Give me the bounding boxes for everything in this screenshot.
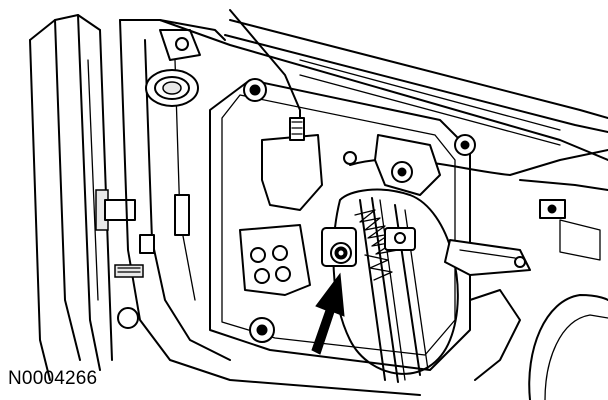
right-bracket xyxy=(444,179,608,276)
mounting-bolt-bottom-left xyxy=(249,317,275,343)
regulator-spring xyxy=(354,209,416,281)
upper-connector xyxy=(343,134,441,196)
module-panel xyxy=(209,79,471,371)
regulator-fastener xyxy=(321,227,357,267)
mounting-bolt-top-left xyxy=(243,78,267,102)
door-frame-left xyxy=(29,14,136,381)
motor-bracket xyxy=(261,117,323,211)
speaker-opening xyxy=(469,289,608,400)
upper-grommet xyxy=(145,29,201,107)
inner-panel xyxy=(119,19,608,396)
figure-reference-number: N0004266 xyxy=(8,368,98,389)
latch-plate xyxy=(239,224,311,296)
callout-arrow xyxy=(311,272,345,355)
mounting-bolt-top-right xyxy=(454,134,476,156)
frame-clip xyxy=(104,199,136,221)
glass-channel xyxy=(224,19,608,146)
panel-clips xyxy=(114,194,190,329)
